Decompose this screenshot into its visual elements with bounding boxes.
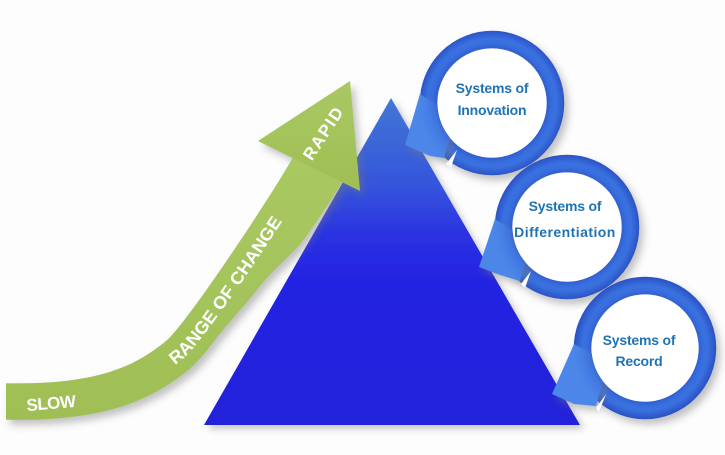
svg-text:Systems of: Systems of: [529, 198, 602, 214]
svg-text:SLOW: SLOW: [26, 392, 78, 415]
svg-text:Systems of: Systems of: [603, 332, 676, 348]
svg-text:Record: Record: [615, 353, 662, 369]
svg-text:Differentiation: Differentiation: [514, 224, 616, 240]
svg-text:Systems of: Systems of: [456, 80, 529, 96]
svg-text:Innovation: Innovation: [458, 102, 527, 118]
